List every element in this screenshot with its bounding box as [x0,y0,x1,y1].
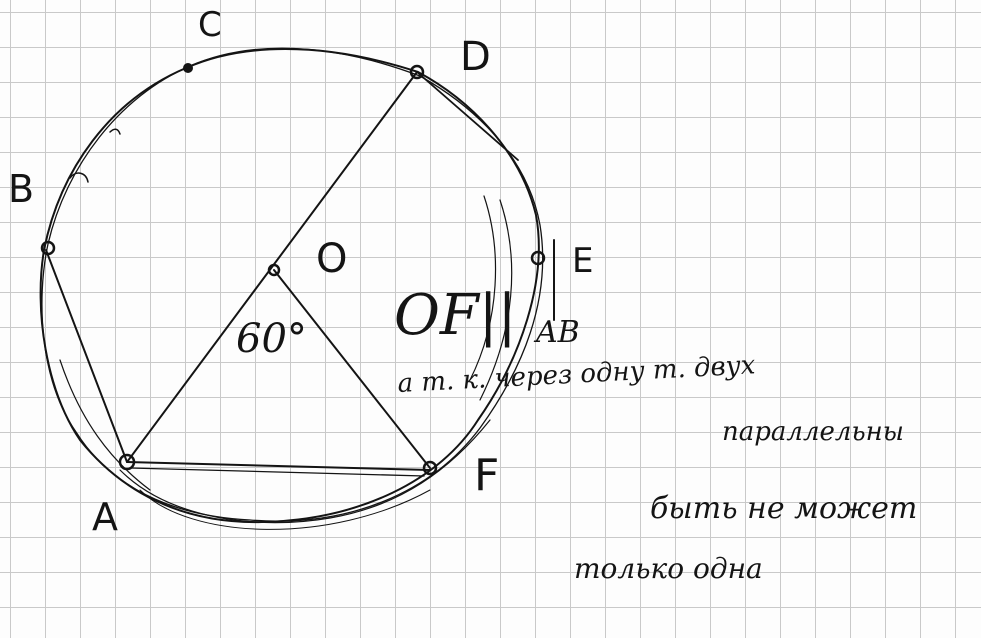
point-C-dot [183,63,193,73]
segments [45,71,555,477]
segment-O-F [273,269,431,469]
label-D: D [460,34,491,80]
segment-D-side [416,71,519,161]
note-line-4: только одна [574,552,763,585]
point-A-dot [118,453,136,471]
point-labels: C D B O E A F [8,5,593,539]
segment-B-A [45,249,128,463]
note-line-2: параллельны [722,417,904,447]
label-A: A [92,495,118,539]
label-O: O [316,236,347,282]
point-F-dot [422,460,438,476]
formula-OF-parallel: OF|| [394,283,517,348]
segment-A-F-overstroke [129,467,425,477]
points [40,63,546,476]
label-B: B [8,167,34,211]
arc-mark-BC [109,128,121,135]
point-O-dot [267,263,281,277]
note-line-1: a т. к. через одну т. двух [397,350,757,399]
note-line-3: быть не может [650,491,917,526]
arc-mark-B [69,172,89,183]
segment-A-F [126,461,431,471]
point-E-dot [530,250,546,266]
label-F: F [474,450,499,501]
label-E: E [572,241,593,281]
circle [39,47,544,530]
point-B-dot [40,240,56,256]
point-D-dot [409,64,425,80]
angle-label: 60° [236,316,307,362]
segment-D-A [126,71,418,463]
label-C: C [198,5,222,45]
note-near-E: AB [533,315,580,350]
